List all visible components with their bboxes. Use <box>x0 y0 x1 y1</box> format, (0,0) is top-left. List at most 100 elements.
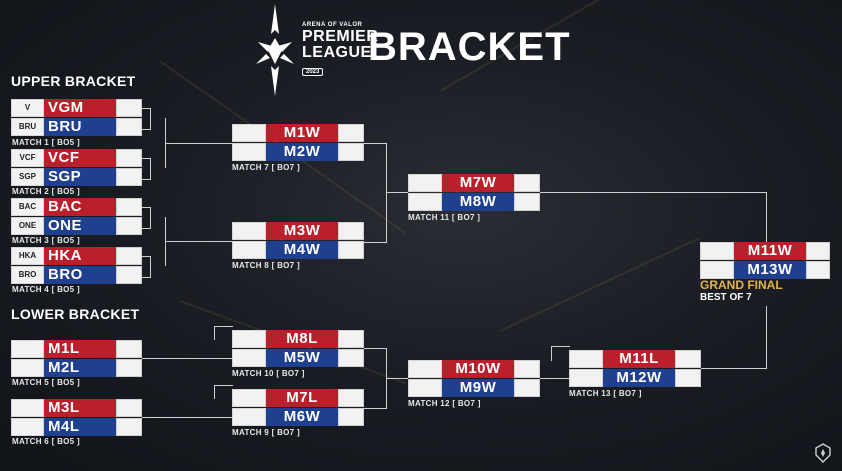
team-name: HKA <box>44 247 116 265</box>
grand-final-label: GRAND FINAL <box>700 278 783 292</box>
slot-logo-box <box>408 360 442 378</box>
match-label: MATCH 6 [ BO5 ] <box>12 437 80 446</box>
connector-line <box>142 158 151 180</box>
score-box <box>514 174 540 192</box>
score-box <box>116 217 142 235</box>
slot-logo-box <box>569 369 603 387</box>
team-logo-text: BRO <box>18 270 37 279</box>
slot-name: M11W <box>734 242 806 260</box>
slot-logo-box <box>11 359 44 377</box>
page-title: BRACKET <box>368 25 571 69</box>
slot-logo-box <box>232 389 266 407</box>
team-name: ONE <box>44 217 116 235</box>
score-box <box>514 193 540 211</box>
grand-final-format: BEST OF 7 <box>700 292 752 303</box>
match-slot-row[interactable]: M3L <box>11 399 142 417</box>
match-slot-row[interactable]: M1L <box>11 340 142 358</box>
connector-line <box>551 346 570 361</box>
score-box <box>338 241 364 259</box>
connector-line <box>214 385 233 399</box>
connector-line <box>386 378 408 379</box>
slot-name: M1L <box>44 340 116 358</box>
match-slot-row[interactable]: M7L <box>232 389 364 407</box>
match-slot-row[interactable]: M7W <box>408 174 540 192</box>
team-name: BAC <box>44 198 116 216</box>
team-logo: SGP <box>11 168 44 186</box>
connector-line <box>142 108 151 130</box>
match-label: MATCH 9 [ BO7 ] <box>232 428 300 437</box>
match-slot-row[interactable]: M9W <box>408 379 540 397</box>
slot-logo-box <box>11 399 44 417</box>
match-label: MATCH 1 [ BO5 ] <box>12 138 80 147</box>
slot-logo-box <box>232 349 266 367</box>
connector-line <box>364 143 387 243</box>
match-slot-row[interactable]: M6W <box>232 408 364 426</box>
match-slot-row[interactable]: M1W <box>232 124 364 142</box>
connector-line <box>150 118 166 168</box>
match-label: MATCH 13 [ BO7 ] <box>569 389 642 398</box>
connector-line <box>142 256 151 278</box>
slot-name: M4W <box>266 241 338 259</box>
slot-name: M13W <box>734 261 806 279</box>
match-slot-row[interactable]: M4W <box>232 241 364 259</box>
team-row[interactable]: BAC BAC <box>11 198 142 216</box>
league-wordmark: ARENA OF VALOR PREMIER LEAGUE 2023 <box>302 22 378 77</box>
score-box <box>116 359 142 377</box>
team-row[interactable]: BRO BRO <box>11 266 142 284</box>
slot-name: M2W <box>266 143 338 161</box>
slot-name: M7L <box>266 389 338 407</box>
match-slot-row[interactable]: M8L <box>232 330 364 348</box>
match-label: MATCH 2 [ BO5 ] <box>12 187 80 196</box>
score-box <box>116 247 142 265</box>
team-logo: BRU <box>11 118 44 136</box>
team-logo: BAC <box>11 198 44 216</box>
slot-logo-box <box>11 418 44 436</box>
match-slot-row[interactable]: M8W <box>408 193 540 211</box>
match-slot-row[interactable]: M3W <box>232 222 364 240</box>
slot-name: M9W <box>442 379 514 397</box>
match-slot-row[interactable]: M11W <box>700 242 830 260</box>
match-slot-row[interactable]: M5W <box>232 349 364 367</box>
score-box <box>116 168 142 186</box>
slot-name: M4L <box>44 418 116 436</box>
connector-line <box>142 417 232 418</box>
score-box <box>116 99 142 117</box>
lower-bracket-heading: LOWER BRACKET <box>11 306 140 322</box>
slot-name: M8L <box>266 330 338 348</box>
match-slot-row[interactable]: M12W <box>569 369 701 387</box>
team-logo-text: V <box>24 103 31 112</box>
match-slot-row[interactable]: M11L <box>569 350 701 368</box>
slot-name: M3W <box>266 222 338 240</box>
match-slot-row[interactable]: M4L <box>11 418 142 436</box>
slot-name: M5W <box>266 349 338 367</box>
team-logo-text: BAC <box>18 202 37 211</box>
match-slot-row[interactable]: M2W <box>232 143 364 161</box>
league-year: 2023 <box>302 68 324 76</box>
team-logo-text: HKA <box>18 251 37 260</box>
slot-name: M1W <box>266 124 338 142</box>
team-name: SGP <box>44 168 116 186</box>
slot-logo-box <box>700 261 734 279</box>
slot-name: M11L <box>603 350 675 368</box>
slot-name: M6W <box>266 408 338 426</box>
match-slot-row[interactable]: M13W <box>700 261 830 279</box>
team-row[interactable]: BRU BRU <box>11 118 142 136</box>
team-row[interactable]: SGP SGP <box>11 168 142 186</box>
team-row[interactable]: V VGM <box>11 99 142 117</box>
match-slot-row[interactable]: M2L <box>11 359 142 377</box>
score-box <box>806 242 830 260</box>
slot-logo-box <box>408 174 442 192</box>
slot-logo-box <box>408 193 442 211</box>
slot-logo-box <box>232 124 266 142</box>
score-box <box>116 340 142 358</box>
match-slot-row[interactable]: M10W <box>408 360 540 378</box>
score-box <box>338 389 364 407</box>
team-row[interactable]: VCF VCF <box>11 149 142 167</box>
connector-line <box>364 348 387 409</box>
slot-logo-box <box>232 241 266 259</box>
slot-logo-box <box>232 408 266 426</box>
team-row[interactable]: ONE ONE <box>11 217 142 235</box>
team-row[interactable]: HKA HKA <box>11 247 142 265</box>
team-logo-text: SGP <box>19 172 36 181</box>
team-logo-text: ONE <box>18 221 37 230</box>
